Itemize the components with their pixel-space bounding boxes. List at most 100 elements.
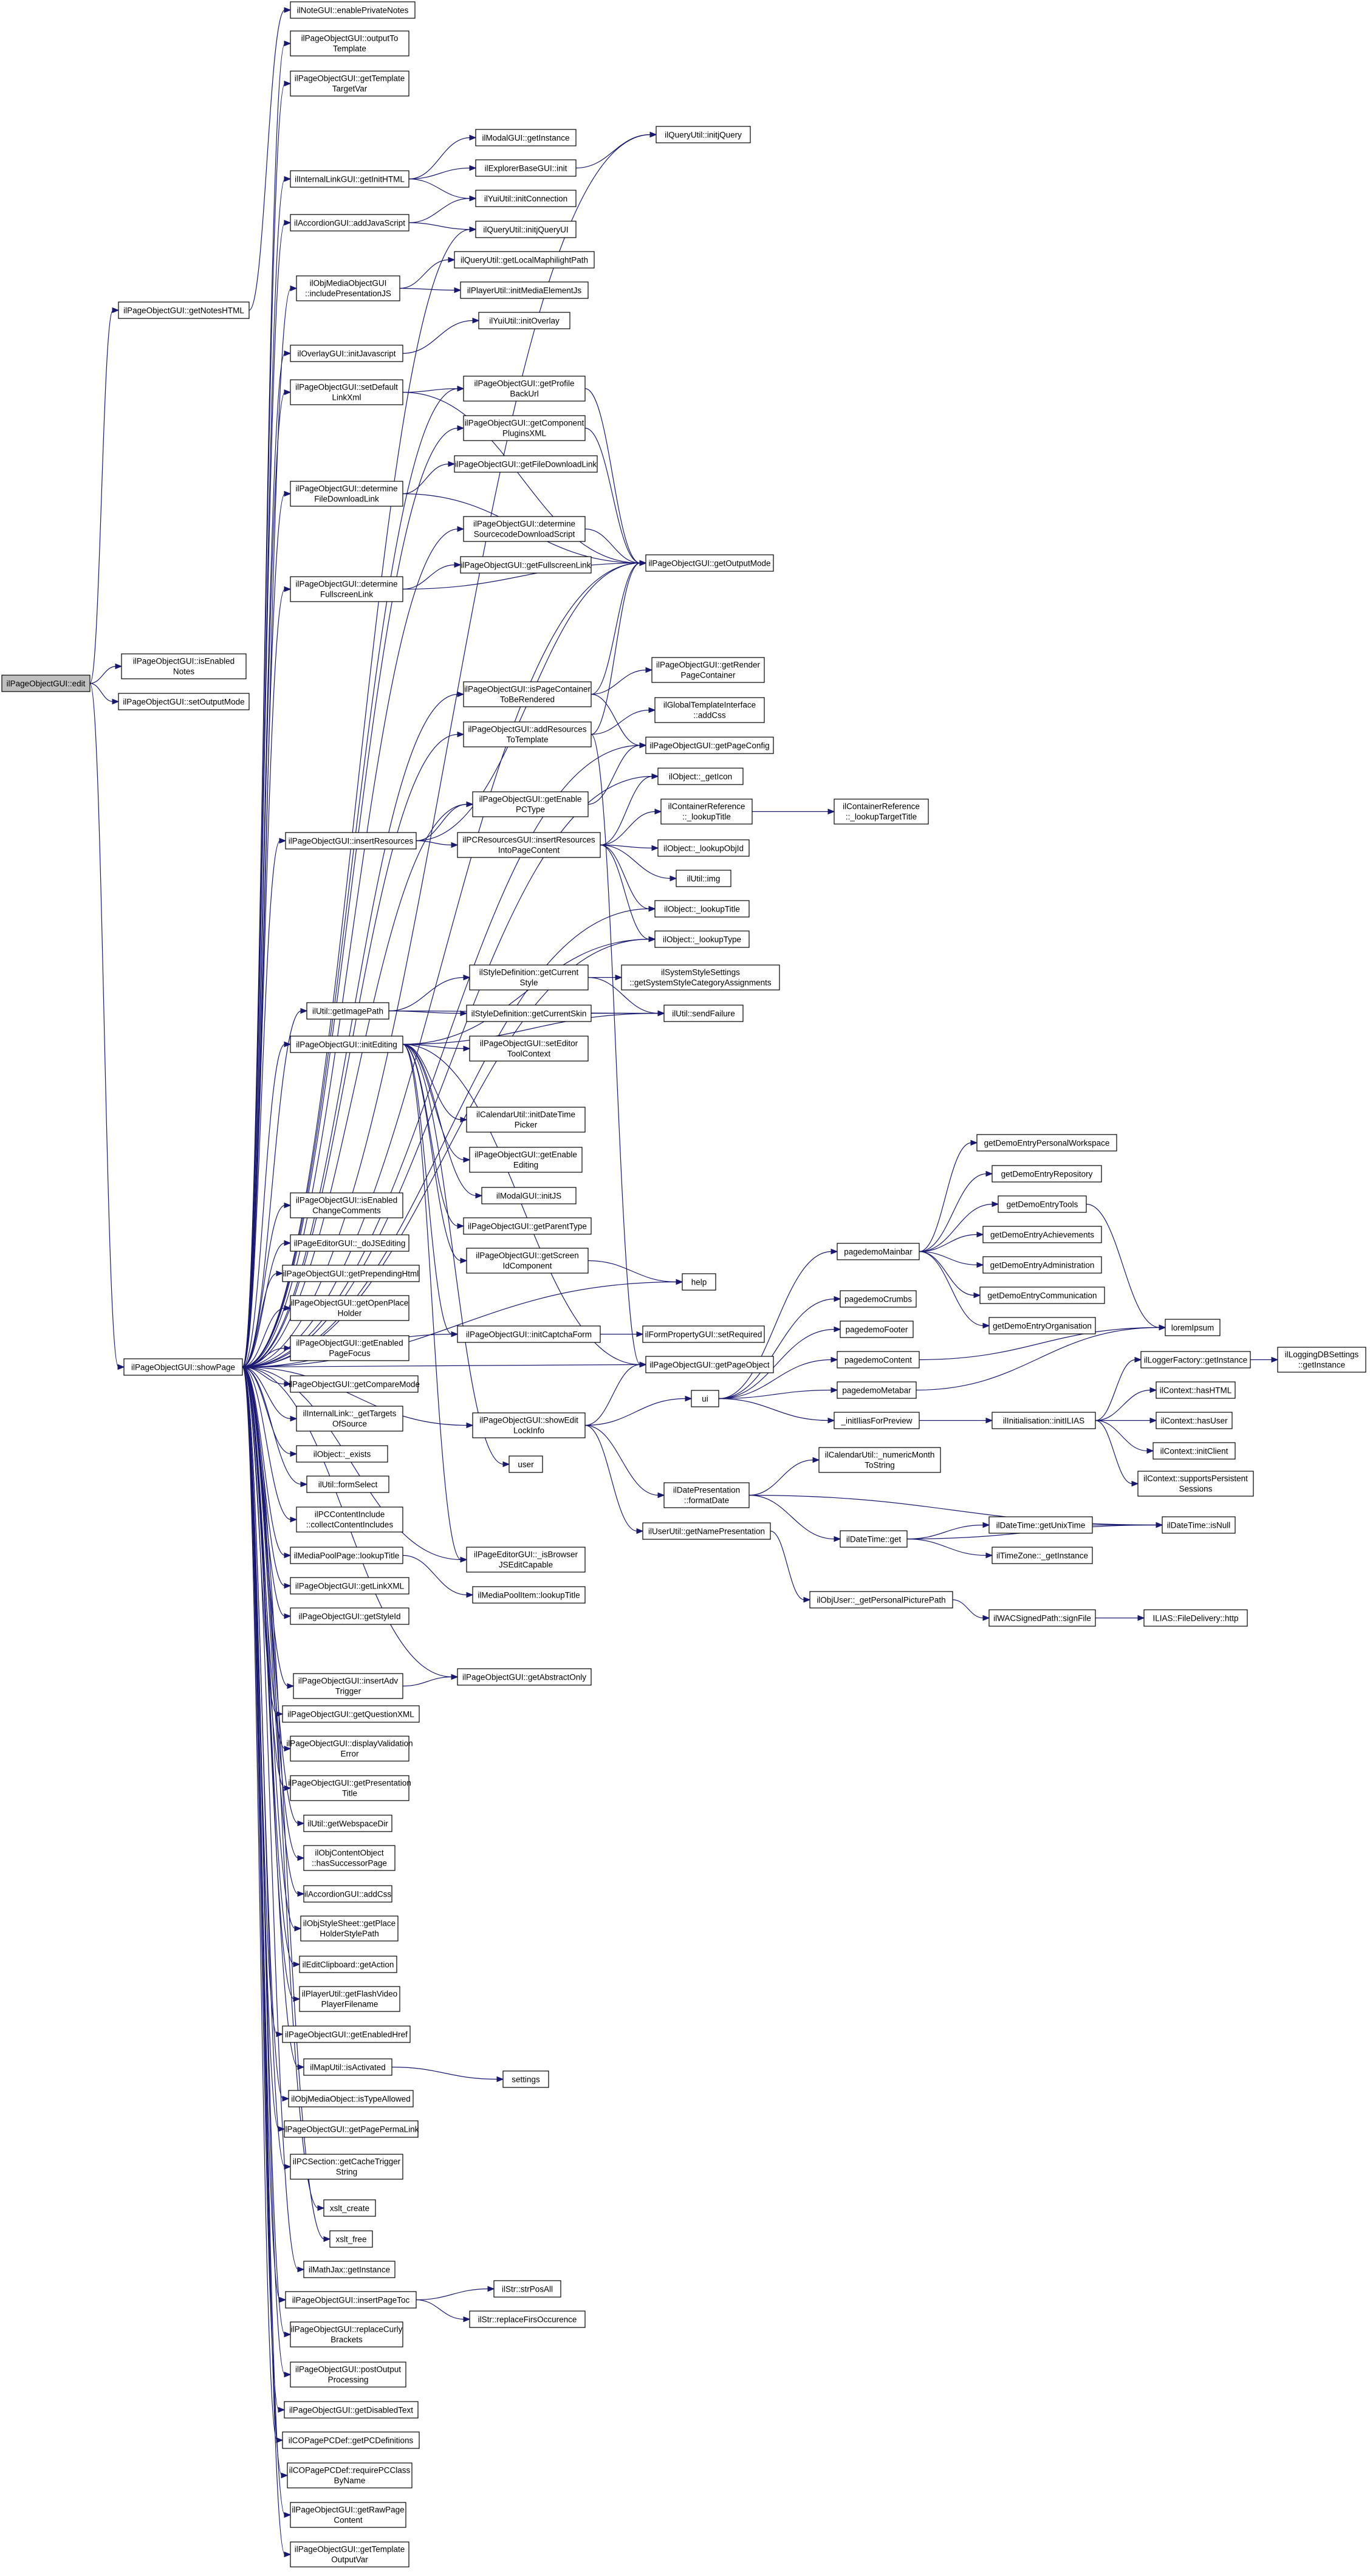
node-xslt-free[interactable]: xslt_free — [329, 2230, 373, 2248]
node-ilpageobjectgui-getfullscreenlink[interactable]: ilPageObjectGUI::getFullscreenLink — [460, 556, 592, 574]
node-ilyuiutil-initoverlay[interactable]: ilYuiUtil::initOverlay — [478, 312, 570, 329]
node-ilinitialisation-initilias[interactable]: ilInitialisation::initILIAS — [992, 1412, 1096, 1429]
node-getdemoentryrepository[interactable]: getDemoEntryRepository — [992, 1165, 1102, 1183]
node-ilmediapoolitem-lookuptitle[interactable]: ilMediaPoolItem::lookupTitle — [472, 1586, 586, 1604]
node-ilcontext-hashtml[interactable]: ilContext::hasHTML — [1156, 1381, 1236, 1399]
node-pagedemomainbar[interactable]: pagedemoMainbar — [837, 1243, 920, 1260]
node-iloverlaygui-initjavascript[interactable]: ilOverlayGUI::initJavascript — [290, 345, 403, 362]
node-ilaccordiongui-addjavascript[interactable]: ilAccordionGUI::addJavaScript — [290, 214, 409, 232]
node-ilcontext-hasuser[interactable]: ilContext::hasUser — [1156, 1412, 1233, 1429]
node-initiliasforpreview[interactable]: _initIliasForPreview — [834, 1412, 920, 1429]
node-ilmaputil-isactivated[interactable]: ilMapUtil::isActivated — [303, 2058, 392, 2076]
node-ilqueryutil-getlocalmaphilightpath[interactable]: ilQueryUtil::getLocalMaphilightPath — [454, 251, 595, 269]
node-ilpccontentinclude-collectcontentincludes[interactable]: ilPCContentInclude::collectContentInclud… — [296, 1506, 403, 1533]
node-ilnotegui-enableprivatenotes[interactable]: ilNoteGUI::enablePrivateNotes — [290, 1, 416, 19]
node-ilcontext-initclient[interactable]: ilContext::initClient — [1153, 1442, 1236, 1460]
node-ilqueryutil-initjquery[interactable]: ilQueryUtil::initjQuery — [656, 126, 751, 143]
node-ilpageobjectgui-edit[interactable]: ilPageObjectGUI::edit — [1, 675, 91, 692]
node-ilias-filedelivery-http[interactable]: ILIAS::FileDelivery::http — [1143, 1609, 1248, 1627]
node-pagedemocontent[interactable]: pagedemoContent — [837, 1351, 920, 1369]
node-user[interactable]: user — [509, 1455, 543, 1473]
node-ilobject-geticon[interactable]: ilObject::_getIcon — [657, 768, 744, 785]
node-ilobject-lookupobjid[interactable]: ilObject::_lookupObjId — [657, 839, 750, 857]
node-ilstr-replacefirsoccurence[interactable]: ilStr::replaceFirsOccurence — [469, 2310, 586, 2328]
node-ilpageobjectgui-insertpagetoc[interactable]: ilPageObjectGUI::insertPageToc — [285, 2291, 417, 2309]
node-ilpageobjectgui-getoutputmode[interactable]: ilPageObjectGUI::getOutputMode — [645, 554, 774, 572]
node-ilpageobjectgui-insertresources[interactable]: ilPageObjectGUI::insertResources — [285, 832, 417, 850]
node-getdemoentryachievements[interactable]: getDemoEntryAchievements — [982, 1226, 1102, 1243]
node-ilpageobjectgui-getnoteshtml[interactable]: ilPageObjectGUI::getNotesHTML — [118, 301, 250, 319]
node-ilmediapoolpage-lookuptitle[interactable]: ilMediaPoolPage::lookupTitle — [290, 1547, 403, 1564]
node-pagedemofooter[interactable]: pagedemoFooter — [840, 1321, 914, 1338]
node-ilpageobjectgui-getabstractonly[interactable]: ilPageObjectGUI::getAbstractOnly — [457, 1668, 592, 1686]
node-ilobject-exists[interactable]: ilObject::_exists — [296, 1445, 388, 1463]
node-ilyuiutil-initconnection[interactable]: ilYuiUtil::initConnection — [475, 190, 577, 207]
node-iluserutil-getnamepresentation[interactable]: ilUserUtil::getNamePresentation — [642, 1522, 771, 1540]
node-ildatepresentation-formatdate[interactable]: ilDatePresentation::formatDate — [663, 1482, 750, 1508]
node-ilpageobjectgui-getpageconfig[interactable]: ilPageObjectGUI::getPageConfig — [645, 737, 774, 754]
node-ilpageobjectgui-initcaptchaform[interactable]: ilPageObjectGUI::initCaptchaForm — [457, 1325, 601, 1343]
node-ilpageobjectgui-setoutputmode[interactable]: ilPageObjectGUI::setOutputMode — [118, 693, 250, 710]
node-ilinternallinkgui-getinithtml[interactable]: ilInternalLinkGUI::getInitHTML — [290, 170, 409, 188]
node-settings[interactable]: settings — [502, 2070, 549, 2088]
node-getdemoentrycommunication[interactable]: getDemoEntryCommunication — [979, 1286, 1105, 1304]
node-ildatetime-get[interactable]: ilDateTime::get — [840, 1530, 908, 1548]
node-ilglobaltemplateinterface-addcss[interactable]: ilGlobalTemplateInterface::addCss — [654, 697, 765, 723]
node-ilpageobjectgui-getenabledhref[interactable]: ilPageObjectGUI::getEnabledHref — [282, 2025, 411, 2043]
node-pagedemometabar[interactable]: pagedemoMetabar — [837, 1381, 917, 1399]
node-ilexplorerbasegui-init[interactable]: ilExplorerBaseGUI::init — [475, 159, 577, 177]
node-getdemoentrytools[interactable]: getDemoEntryTools — [998, 1195, 1087, 1213]
node-ilobject-lookuptitle[interactable]: ilObject::_lookupTitle — [654, 900, 750, 918]
node-ilpageobjectgui-initediting[interactable]: ilPageObjectGUI::initEditing — [290, 1036, 403, 1053]
node-ilcopagepcdef-getpcdefinitions[interactable]: ilCOPagePCDef::getPCDefinitions — [282, 2431, 420, 2449]
node-ilpageobjectgui-showpage[interactable]: ilPageObjectGUI::showPage — [123, 1358, 243, 1376]
node-ilutil-sendfailure[interactable]: ilUtil::sendFailure — [663, 1005, 744, 1022]
node-ilobjuser-getpersonalpicturepath[interactable]: ilObjUser::_getPersonalPicturePath — [809, 1591, 953, 1609]
node-ilpageobjectgui-getquestionxml[interactable]: ilPageObjectGUI::getQuestionXML — [282, 1705, 420, 1723]
node-getdemoentryorganisation[interactable]: getDemoEntryOrganisation — [988, 1317, 1096, 1334]
node-illoggerfactory-getinstance[interactable]: ilLoggerFactory::getInstance — [1140, 1351, 1251, 1369]
node-ilobjmediaobject-istypeallowed[interactable]: ilObjMediaObject::isTypeAllowed — [288, 2090, 414, 2107]
node-ilpageobjectgui-getlinkxml[interactable]: ilPageObjectGUI::getLinkXML — [290, 1577, 409, 1595]
node-loremipsum[interactable]: loremIpsum — [1165, 1319, 1221, 1336]
node-ilpageobjectgui-getpageobject[interactable]: ilPageObjectGUI::getPageObject — [645, 1356, 774, 1373]
node-ilsystemstylesettings-getsystemstylecategoryassignments[interactable]: ilSystemStyleSettings::getSystemStyleCat… — [621, 964, 780, 991]
node-ilutil-getwebspacedir[interactable]: ilUtil::getWebspaceDir — [303, 1815, 392, 1832]
node-ui[interactable]: ui — [691, 1390, 719, 1407]
node-ilpageobjectgui-getcomparemode[interactable]: ilPageObjectGUI::getCompareMode — [289, 1375, 420, 1393]
node-getdemoentryadministration[interactable]: getDemoEntryAdministration — [982, 1256, 1102, 1274]
node-ilqueryutil-initjqueryui[interactable]: ilQueryUtil::initjQueryUI — [475, 221, 577, 238]
node-ilaccordiongui-addcss[interactable]: ilAccordionGUI::addCss — [303, 1885, 392, 1903]
node-iltimezone-getinstance[interactable]: ilTimeZone::_getInstance — [992, 1547, 1093, 1564]
node-ilobject-lookuptype[interactable]: ilObject::_lookupType — [654, 930, 750, 948]
node-ilpageobjectgui-getfiledownloadlink[interactable]: ilPageObjectGUI::getFileDownloadLink — [454, 455, 598, 473]
